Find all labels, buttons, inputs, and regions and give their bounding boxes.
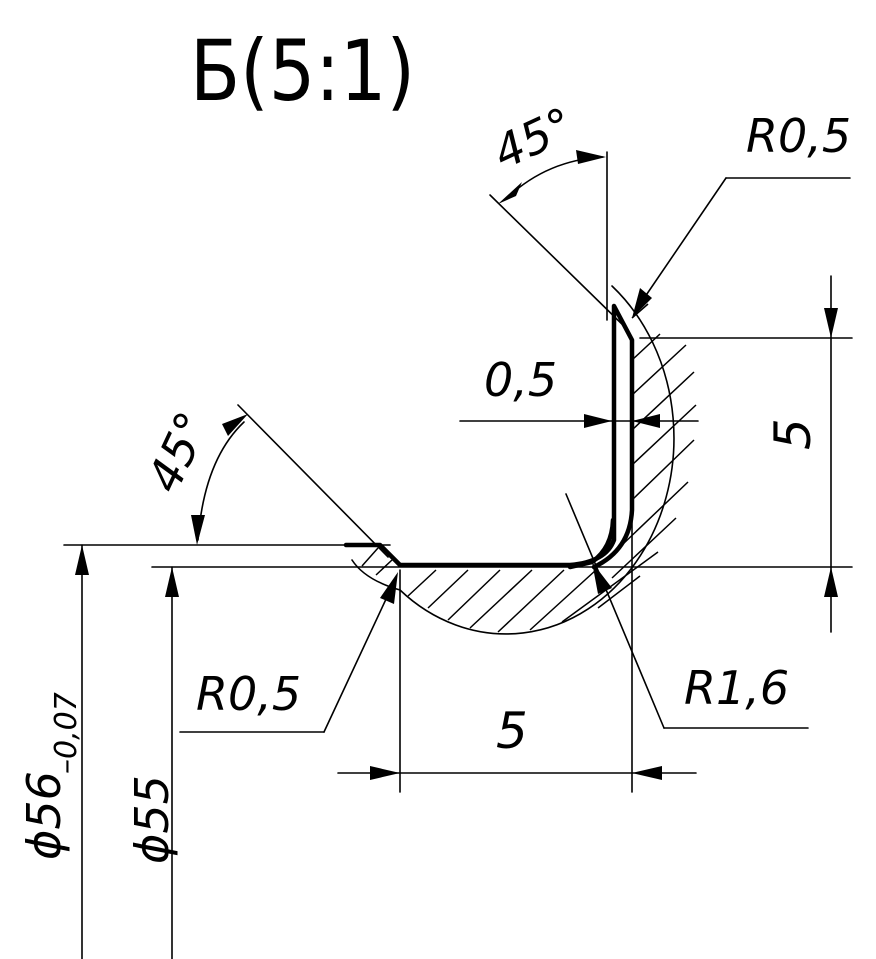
top-angle-label: 45° (485, 97, 582, 180)
top-radius-leader (635, 177, 727, 311)
inner-diameter-arrow (165, 567, 179, 597)
left-chamfer-leader (237, 404, 389, 558)
left-radius-label: R0,5 (196, 667, 301, 721)
height-arrow-bottom (824, 567, 838, 597)
gap-label: 0,5 (484, 353, 557, 407)
top-angle-arrow-right (576, 150, 606, 164)
section-hatching (361, 303, 697, 633)
groove-profile (343, 303, 635, 570)
bottom-radius-arrow (592, 562, 612, 594)
bottom-radius-leader (565, 493, 665, 729)
inner-diameter-label: ϕ55 (125, 775, 179, 864)
top-chamfer-leader (489, 194, 629, 331)
height-label: 5 (764, 418, 822, 450)
height-arrow-top (824, 308, 838, 338)
left-radius-leader (323, 581, 395, 733)
view-title: Б(5:1) (190, 22, 415, 120)
top-radius-label: R0,5 (746, 109, 851, 163)
gap-arrow-right (632, 414, 660, 428)
outer-diameter-tolerance: –0,07 (49, 692, 84, 774)
outer-diameter-label: ϕ56 (17, 771, 71, 860)
top-radius-arrow (632, 288, 652, 318)
left-angle-arrow-top (222, 414, 248, 436)
left-angle-arrow-bottom (191, 515, 205, 545)
bottom-radius-label: R1,6 (684, 661, 789, 715)
width-label: 5 (496, 702, 528, 760)
outer-diameter-arrow (75, 545, 89, 575)
gap-arrow-left (584, 414, 612, 428)
width-arrow-left (370, 766, 400, 780)
outer-diameter-label-group: ϕ56 –0,07 (17, 692, 84, 860)
top-angle-arrow-left (498, 182, 522, 204)
section-outline-arc (399, 285, 675, 635)
groove-wall-left (567, 517, 616, 570)
width-arrow-right (632, 766, 662, 780)
left-radius-arrow (380, 572, 398, 604)
